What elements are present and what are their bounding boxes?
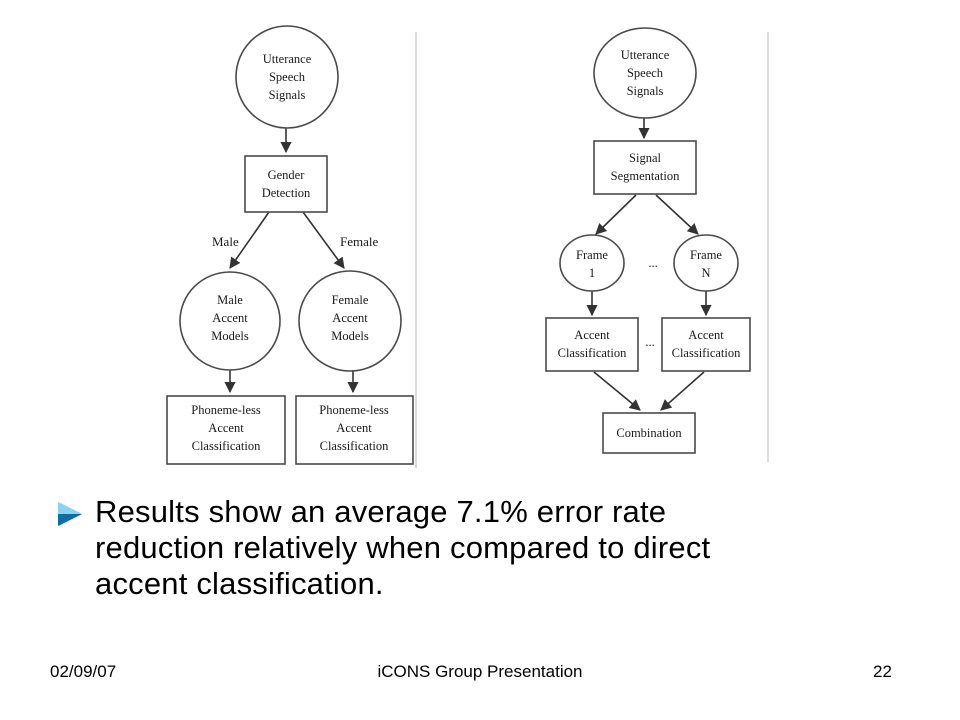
node-line: Accent	[688, 328, 724, 342]
node-line: Accent	[574, 328, 610, 342]
node-line: Classification	[320, 439, 389, 453]
node-line: Frame	[576, 248, 608, 262]
node-line: Phoneme-less	[319, 403, 389, 417]
page-number: 22	[873, 662, 892, 681]
node-line: Phoneme-less	[191, 403, 261, 417]
node-line: Signal	[629, 151, 661, 165]
node-line: Combination	[616, 426, 682, 440]
classification-ellipsis: ...	[645, 335, 654, 349]
edge-arrow	[302, 211, 345, 269]
edge-arrow	[595, 194, 637, 235]
bullet-line: reduction relatively when compared to di…	[95, 530, 711, 565]
node-line: Classification	[192, 439, 261, 453]
node-line: N	[701, 266, 710, 280]
footer-title: iCONS Group Presentation	[377, 662, 583, 681]
footer-date: 02/09/07	[50, 662, 117, 681]
edge-label-female: Female	[340, 234, 378, 249]
node-line: Models	[331, 329, 369, 343]
node-line: Speech	[627, 66, 664, 80]
node-line: Classification	[672, 346, 741, 360]
node-line: Female	[332, 293, 369, 307]
node-line: Detection	[262, 186, 311, 200]
node-line: Utterance	[263, 52, 312, 66]
node-line: Accent	[212, 311, 248, 325]
edge-arrow	[655, 194, 699, 235]
node-line: Signals	[627, 84, 664, 98]
node-line: Classification	[558, 346, 627, 360]
frame-1-node: Frame 1	[559, 234, 625, 292]
node-line: Accent	[208, 421, 244, 435]
bullet-line: Results show an average 7.1% error rate	[95, 494, 667, 529]
node-line: Utterance	[621, 48, 670, 62]
bullet-text: Results show an average 7.1% error rate …	[95, 494, 710, 602]
edge-arrow	[593, 371, 641, 411]
node-line: Gender	[268, 168, 306, 182]
edge-arrow	[229, 211, 270, 269]
node-line: 1	[589, 266, 595, 280]
edge-arrow	[660, 371, 705, 411]
edge-label-male: Male	[212, 234, 239, 249]
node-line: Accent	[332, 311, 368, 325]
node-line: Segmentation	[611, 169, 680, 183]
frame-ellipsis: ...	[648, 256, 657, 270]
node-line: Frame	[690, 248, 722, 262]
bullet-line: accent classification.	[95, 566, 384, 601]
node-line: Signals	[269, 88, 306, 102]
node-line: Male	[217, 293, 243, 307]
node-line: Speech	[269, 70, 306, 84]
node-line: Accent	[336, 421, 372, 435]
arrow-bullet-icon	[58, 502, 82, 526]
node-line: Models	[211, 329, 249, 343]
combination-node: Combination	[602, 412, 696, 454]
